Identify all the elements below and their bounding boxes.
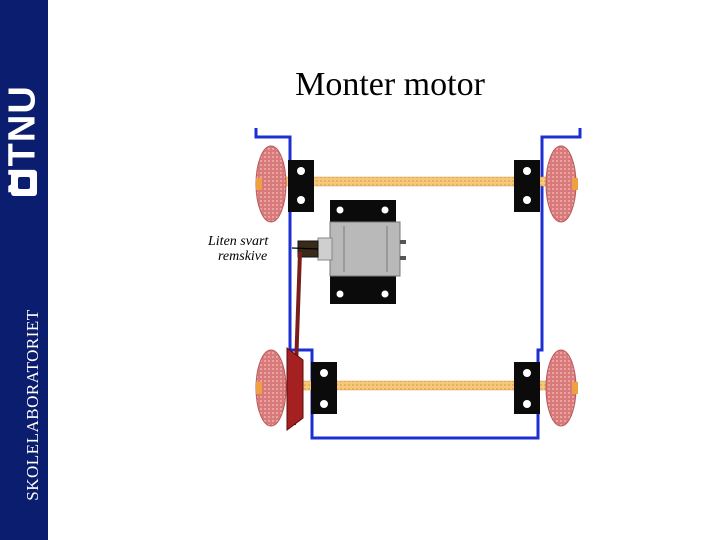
pulley-annotation: Liten svart remskive bbox=[208, 234, 298, 264]
wheel-rear-right bbox=[545, 349, 578, 427]
wheel-front-right bbox=[545, 145, 578, 223]
ntnu-logo: NTNU bbox=[0, 20, 47, 196]
motor-mount-bottom bbox=[330, 274, 396, 304]
wheel-rear-left bbox=[255, 349, 287, 427]
logo-mark-icon bbox=[11, 170, 37, 196]
chassis-frame bbox=[254, 128, 582, 440]
bearing-block-front-left bbox=[288, 160, 314, 212]
wheel-front-left bbox=[255, 145, 287, 223]
bearing-block-rear-left bbox=[311, 362, 337, 414]
bearing-block-front-right bbox=[514, 160, 540, 212]
motor bbox=[317, 221, 406, 277]
annotation-line-2: remskive bbox=[218, 249, 268, 264]
sidebar: NTNU SKOLELABORATORIET bbox=[0, 0, 48, 540]
annotation-line-1: Liten svart bbox=[208, 234, 269, 249]
slide-title: Monter motor bbox=[295, 66, 485, 103]
sidebar-edge bbox=[47, 0, 48, 540]
annotation-leader-line bbox=[291, 247, 319, 250]
large-pulley bbox=[286, 347, 304, 431]
bearing-block-rear-right bbox=[514, 362, 540, 414]
